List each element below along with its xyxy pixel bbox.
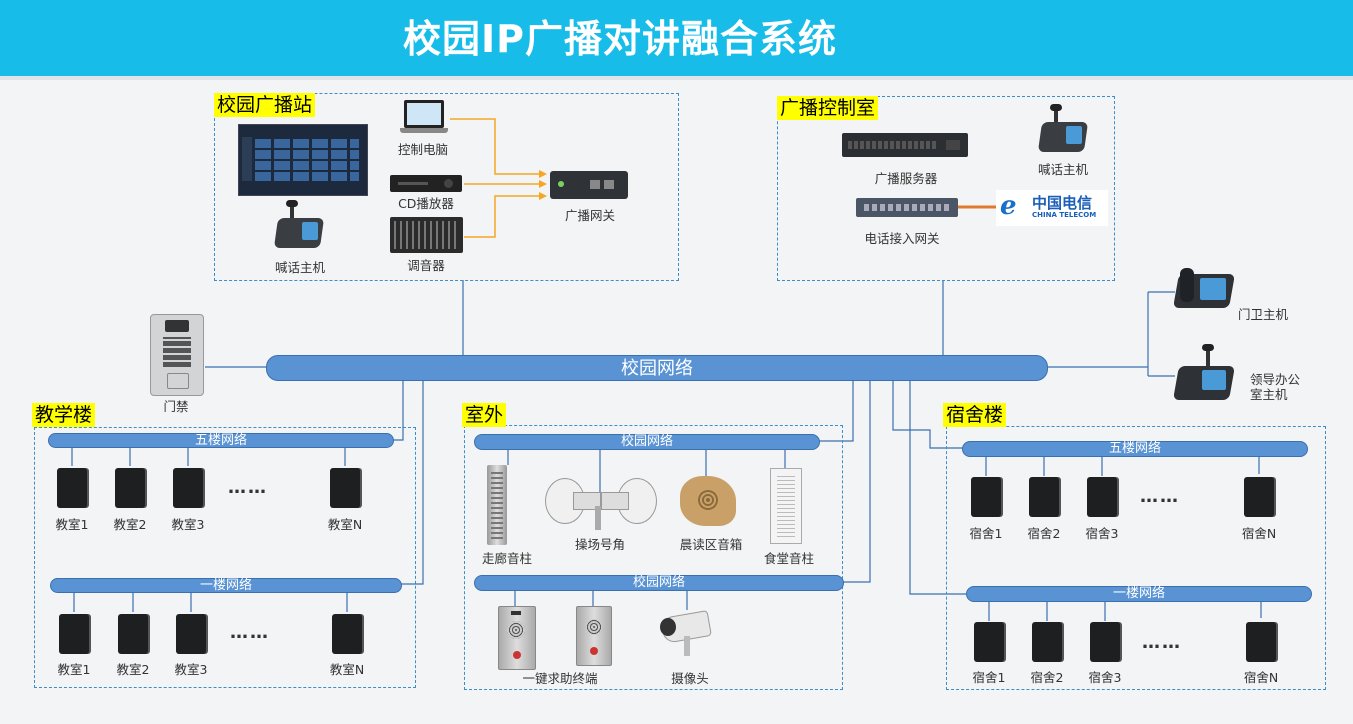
zone-outdoor (464, 425, 843, 690)
page-title: 校园IP广播对讲融合系统 (403, 17, 837, 61)
zone-broadcast-station (214, 93, 679, 281)
telecom-symbol-icon: ℯ (1000, 191, 1017, 221)
wall-speaker-icon (1087, 477, 1117, 517)
zone-title-outdoor: 室外 (462, 403, 507, 427)
speaker-label: 教室3 (171, 517, 205, 532)
header-divider (0, 76, 1353, 80)
teaching-ellipsis-1f: …… (230, 622, 270, 643)
leader-host-icon (1173, 344, 1235, 402)
header-bar: 校园IP广播对讲融合系统 (0, 0, 1353, 76)
speaker-label: 宿舍N (1241, 526, 1277, 541)
zone-dormitory (946, 426, 1326, 690)
speaker-label: 宿舍2 (1027, 526, 1061, 541)
outdoor-bus-top: 校园网络 (474, 434, 820, 450)
zone-control-room (777, 96, 1115, 281)
speaker-label: 教室2 (113, 517, 147, 532)
wall-speaker-icon (1032, 622, 1062, 662)
mixer-icon (390, 217, 463, 253)
outdoor-device-label: 操场号角 (574, 537, 626, 552)
gate-host-icon (1173, 266, 1235, 312)
speaker-label: 教室N (329, 662, 365, 677)
wall-speaker-icon (118, 614, 148, 654)
help-terminal-icon-2 (576, 606, 612, 666)
control-software-screen (238, 124, 368, 196)
dorm-ellipsis-1f: …… (1142, 632, 1182, 653)
wall-speaker-icon (330, 468, 360, 508)
help-terminal-label: 一键求助终端 (522, 671, 598, 686)
wall-speaker-icon (971, 477, 1001, 517)
speaker-label: 宿舍1 (969, 526, 1003, 541)
wall-speaker-icon (1244, 477, 1274, 517)
server-icon (842, 133, 968, 157)
broadcast-gateway-icon (550, 171, 628, 199)
control-mic-host-icon (1037, 104, 1089, 154)
zone-title-broadcast-station: 校园广播站 (214, 93, 316, 117)
wall-speaker-icon (332, 614, 362, 654)
wall-speaker-icon (176, 614, 206, 654)
phone-gateway-icon (856, 198, 958, 217)
wall-speaker-icon (1029, 477, 1059, 517)
dorm-bus-1f: 一楼网络 (966, 586, 1312, 602)
outdoor-device-label: 晨读区音箱 (679, 537, 743, 552)
control-mic-host-label: 喊话主机 (1037, 162, 1089, 177)
camera-icon (658, 610, 712, 660)
broadcast-gateway-label: 广播网关 (564, 208, 616, 223)
server-label: 广播服务器 (874, 171, 938, 186)
access-control-icon (150, 314, 204, 396)
station-mic-host-label: 喊话主机 (274, 260, 326, 275)
zone-title-control-room: 广播控制室 (777, 96, 879, 120)
outdoor-bus-bottom: 校园网络 (474, 575, 844, 591)
speaker-label: 教室3 (174, 662, 208, 677)
speaker-label: 宿舍1 (972, 670, 1006, 685)
wall-speaker-icon (59, 614, 89, 654)
wall-speaker-icon (115, 468, 145, 508)
zone-title-teaching-building: 教学楼 (32, 403, 96, 427)
access-control-label: 门禁 (163, 399, 189, 414)
speaker-label: 宿舍3 (1085, 526, 1119, 541)
outdoor-device-label: 食堂音柱 (763, 551, 815, 566)
camera-label: 摄像头 (671, 671, 709, 686)
mixer-label: 调音器 (407, 258, 445, 273)
phone-gateway-label: 电话接入网关 (864, 231, 940, 246)
station-mic-host-icon (273, 200, 325, 250)
speaker-label: 教室1 (55, 517, 89, 532)
outdoor-device-label: 走廊音柱 (481, 551, 533, 566)
gate-host-label: 门卫主机 (1237, 307, 1289, 322)
corridor-column-speaker-icon (487, 465, 507, 545)
dorm-bus-5f: 五楼网络 (962, 441, 1308, 457)
cd-player-icon (390, 175, 462, 192)
zone-teaching-building (34, 427, 416, 688)
teaching-bus-5f: 五楼网络 (48, 433, 394, 448)
wall-speaker-icon (57, 468, 87, 508)
speaker-label: 宿舍2 (1030, 670, 1064, 685)
teaching-bus-1f: 一楼网络 (50, 578, 402, 593)
speaker-label: 教室2 (116, 662, 150, 677)
help-terminal-icon (498, 606, 536, 670)
speaker-label: 教室1 (57, 662, 91, 677)
speaker-label: 宿舍N (1243, 670, 1279, 685)
rock-speaker-icon (680, 476, 736, 526)
campus-network-bus: 校园网络 (266, 355, 1048, 381)
dorm-ellipsis-5f: …… (1140, 486, 1180, 507)
laptop-icon (400, 100, 448, 136)
cd-player-label: CD播放器 (398, 196, 454, 211)
wall-speaker-icon (1246, 622, 1276, 662)
zone-title-dormitory: 宿舍楼 (943, 403, 1007, 427)
leader-host-label: 领导办公室主机 (1250, 372, 1301, 402)
speaker-label: 教室N (327, 517, 363, 532)
control-pc-label: 控制电脑 (397, 142, 449, 157)
speaker-label: 宿舍3 (1088, 670, 1122, 685)
wall-speaker-icon (173, 468, 203, 508)
playground-horn-icon (545, 478, 657, 532)
canteen-column-speaker-icon (770, 468, 802, 544)
wall-speaker-icon (1090, 622, 1120, 662)
wall-speaker-icon (974, 622, 1004, 662)
china-telecom-logo: ℯ 中国电信 CHINA TELECOM (996, 190, 1108, 226)
teaching-ellipsis-5f: …… (228, 477, 268, 498)
